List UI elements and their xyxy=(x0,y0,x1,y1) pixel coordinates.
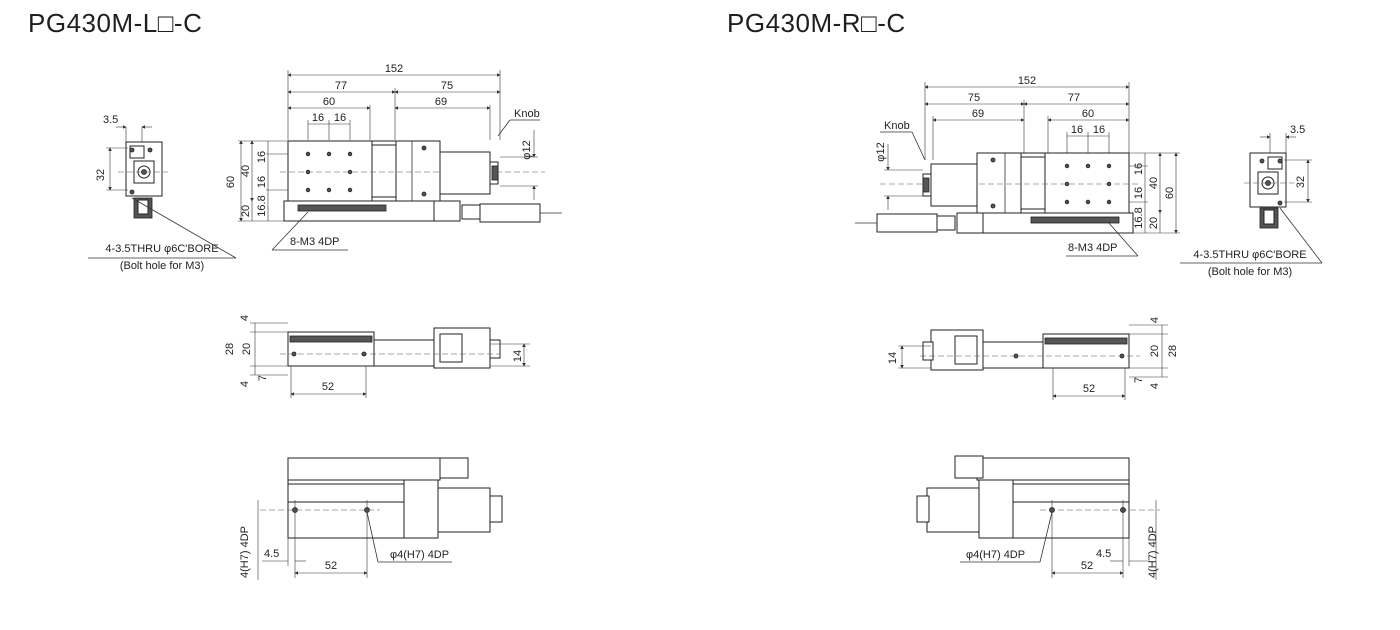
dim-60h-right: 60 xyxy=(1164,187,1176,199)
dim-bottom-52-left: 52 xyxy=(325,560,337,572)
dim-16hb-left: 16 xyxy=(256,176,268,188)
model-title-left: PG430M-L□-C xyxy=(28,8,203,38)
dim-side-28-right: 28 xyxy=(1167,345,1179,357)
tap-holes-right xyxy=(990,157,1112,209)
dim-40h-right: 40 xyxy=(1148,177,1160,189)
pin-note-left: φ4(H7) 4DP xyxy=(390,549,449,561)
end-view-right: 3.5 32 4-3.5THRU φ6C'BORE (Bolt hole for… xyxy=(1180,124,1323,278)
dim-20h-left: 20 xyxy=(240,205,252,217)
dim-152-left: 152 xyxy=(385,63,403,75)
bolt-sub-right: (Bolt hole for M3) xyxy=(1208,266,1292,278)
side-view-right: 4 20 28 7 4 14 52 xyxy=(887,317,1179,400)
tap-holes-left xyxy=(305,145,427,197)
dim-40h-left: 40 xyxy=(240,165,252,177)
dim-end-width-right: 3.5 xyxy=(1290,124,1305,136)
dim-77-right: 77 xyxy=(1068,92,1080,104)
dim-16ha-right: 16 xyxy=(1133,163,1145,175)
dim-side-7-right: 7 xyxy=(1133,377,1145,383)
end-view-left: 3.5 32 4-3.5THRU φ6C'BORE (Bolt hole for… xyxy=(88,114,237,272)
dim-60h-left: 60 xyxy=(225,176,237,188)
dim-69-right: 69 xyxy=(972,108,984,120)
knob-label-right: Knob xyxy=(884,120,910,132)
dim-side-7-left: 7 xyxy=(257,375,269,381)
bolt-note-right: 4-3.5THRU φ6C'BORE xyxy=(1193,249,1306,261)
dim-75-left: 75 xyxy=(441,80,453,92)
dim-75-right: 75 xyxy=(968,92,980,104)
bottom-view-right: 52 4.5 4(H7) 4DP φ4(H7) 4DP xyxy=(916,455,1160,580)
dim-side-52-left: 52 xyxy=(322,381,334,393)
dim-60-left: 60 xyxy=(323,96,335,108)
dim-16-8h-left: 16.8 xyxy=(256,195,268,216)
dim-bottom-offset-right: 4.5 xyxy=(1096,548,1111,560)
dim-16-8h-right: 16.8 xyxy=(1133,207,1145,228)
dim-69-left: 69 xyxy=(435,96,447,108)
dim-side-28-left: 28 xyxy=(224,343,236,355)
dim-side-20-left: 20 xyxy=(241,343,253,355)
dim-side-4bot-right: 4 xyxy=(1149,383,1161,389)
top-view-right: 152 75 77 69 60 16 16 xyxy=(855,75,1180,257)
dim-20h-right: 20 xyxy=(1148,217,1160,229)
dim-side-14-left: 14 xyxy=(512,350,524,362)
knob-label-left: Knob xyxy=(514,108,540,120)
bottom-view-left: 52 4.5 4(H7) 4DP φ4(H7) 4DP xyxy=(239,457,503,580)
model-title-right: PG430M-R□-C xyxy=(727,8,906,38)
dim-16a-left: 16 xyxy=(312,112,324,124)
tap-note-left: 8-M3 4DP xyxy=(290,236,340,248)
dim-bottom-offset-left: 4.5 xyxy=(264,548,279,560)
top-view-left: 152 77 75 60 69 16 16 xyxy=(225,63,562,251)
knob-dia-right: φ12 xyxy=(875,142,887,161)
pin-depth-right: 4(H7) 4DP xyxy=(1147,526,1159,578)
dim-16ha-left: 16 xyxy=(256,151,268,163)
dim-16hb-right: 16 xyxy=(1133,187,1145,199)
dim-side-20-right: 20 xyxy=(1149,345,1161,357)
dim-152-right: 152 xyxy=(1018,75,1036,87)
bolt-note-left: 4-3.5THRU φ6C'BORE xyxy=(105,243,218,255)
dim-side-4top-right: 4 xyxy=(1149,317,1161,323)
dim-side-52-right: 52 xyxy=(1083,383,1095,395)
dim-end-width: 3.5 xyxy=(103,114,118,126)
dim-16b-left: 16 xyxy=(334,112,346,124)
dim-bottom-52-right: 52 xyxy=(1081,560,1093,572)
dim-side-4bot-left: 4 xyxy=(239,381,251,387)
bolt-sub-left: (Bolt hole for M3) xyxy=(120,260,204,272)
side-view-left: 4 28 20 7 4 14 52 xyxy=(224,315,530,398)
dim-16b-right: 16 xyxy=(1093,124,1105,136)
tap-note-right: 8-M3 4DP xyxy=(1068,242,1118,254)
dim-side-4top-left: 4 xyxy=(239,315,251,321)
dim-60-right: 60 xyxy=(1082,108,1094,120)
dim-16a-right: 16 xyxy=(1071,124,1083,136)
dim-side-14-right: 14 xyxy=(887,352,899,364)
pin-note-right: φ4(H7) 4DP xyxy=(966,549,1025,561)
pin-depth-left: 4(H7) 4DP xyxy=(239,526,251,578)
dim-end-height: 32 xyxy=(95,169,107,181)
knob-dia-left: φ12 xyxy=(521,140,533,159)
dim-end-height-right: 32 xyxy=(1295,176,1307,188)
dim-77-left: 77 xyxy=(335,80,347,92)
